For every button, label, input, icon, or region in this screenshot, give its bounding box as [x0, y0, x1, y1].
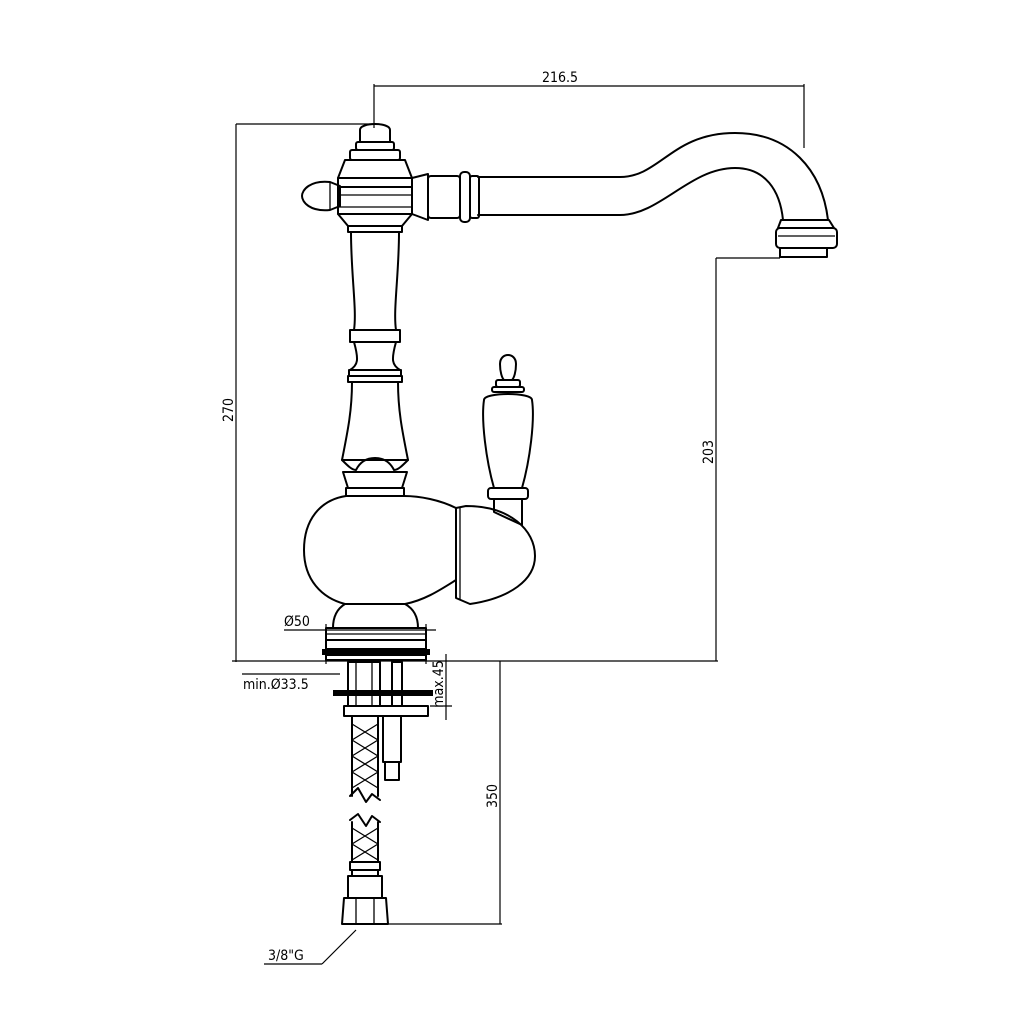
- lever-handle: [482, 354, 534, 526]
- faucet-outline: [301, 123, 838, 925]
- spout: [477, 132, 838, 258]
- hose-length-label: 350: [485, 784, 501, 808]
- base-diameter-label: Ø50: [284, 614, 310, 630]
- dimension-lines: [232, 84, 805, 965]
- total-height-label: 270: [221, 398, 237, 422]
- spout-reach-label: 216.5: [542, 70, 578, 86]
- left-finial: [301, 180, 341, 212]
- hose-upper: [349, 715, 381, 803]
- hole-diameter-label: min.Ø33.5: [243, 677, 309, 693]
- dimension-labels: 216.5 270 203 Ø50 min.Ø33.5 max.45 350 3…: [221, 70, 717, 964]
- spout-height-label: 203: [701, 440, 717, 464]
- faucet-column: [341, 225, 409, 497]
- hose-connector-nut: [341, 861, 389, 925]
- base-flange: [322, 627, 430, 661]
- deck-thickness-label: max.45: [431, 660, 447, 707]
- faucet-head: [337, 123, 413, 227]
- spout-collar: [411, 171, 480, 223]
- hose-lower: [349, 813, 381, 863]
- mounting-assembly: [333, 661, 433, 781]
- connection-thread-label: 3/8"G: [268, 948, 304, 964]
